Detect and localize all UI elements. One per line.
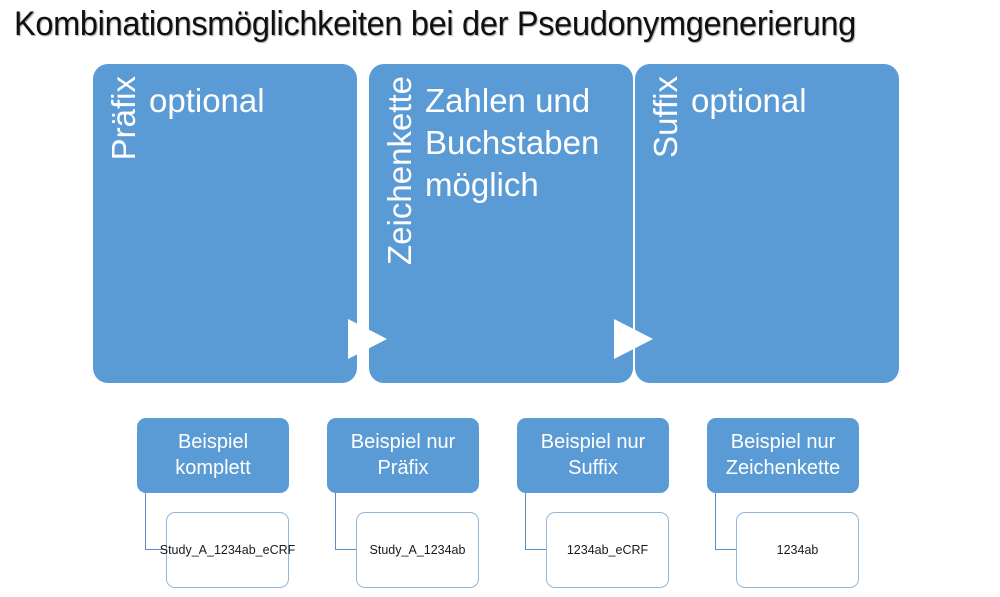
connector-vertical-segment [525, 493, 526, 550]
stage-block-zeichenkette[interactable]: Zeichenkette Zahlen und Buchstaben mögli… [369, 64, 633, 383]
example-value-box-nur-zeichenkette: 1234ab [736, 512, 859, 588]
example-label-text: Beispiel nur Zeichenkette [725, 431, 841, 479]
example-label-text: Beispiel nur Suffix [540, 431, 646, 479]
connector-vertical-segment [335, 493, 336, 550]
example-label-komplett[interactable]: Beispiel komplett [137, 418, 289, 493]
arrow-right-icon [614, 319, 653, 359]
example-value-box-nur-praefix: Study_A_1234ab [356, 512, 479, 588]
connector-horizontal-segment [715, 549, 736, 550]
example-label-nur-suffix[interactable]: Beispiel nur Suffix [517, 418, 669, 493]
connector-horizontal-segment [335, 549, 356, 550]
stage-label-suffix: Suffix [647, 76, 684, 158]
example-value-text: 1234ab_eCRF [566, 543, 649, 557]
example-value-text: 1234ab [776, 543, 819, 557]
example-value-text: Study_A_1234ab [369, 543, 466, 557]
connector-horizontal-segment [525, 549, 546, 550]
stage-label-zeichenkette: Zeichenkette [381, 76, 418, 265]
example-label-text: Beispiel komplett [175, 431, 251, 479]
arrow-right-icon [348, 319, 387, 359]
stage-block-praefix[interactable]: Präfix optional [93, 64, 357, 383]
stage-description-zeichenkette: Zahlen und Buchstaben möglich [425, 82, 600, 204]
example-label-text: Beispiel nur Präfix [350, 431, 456, 479]
stage-description-suffix: optional [691, 82, 807, 119]
example-value-text: Study_A_1234ab_eCRF [159, 543, 296, 557]
connector-vertical-segment [715, 493, 716, 550]
example-label-nur-zeichenkette[interactable]: Beispiel nur Zeichenkette [707, 418, 859, 493]
example-label-nur-praefix[interactable]: Beispiel nur Präfix [327, 418, 479, 493]
stage-block-suffix[interactable]: Suffix optional [635, 64, 899, 383]
stage-description-praefix: optional [149, 82, 265, 119]
example-value-box-komplett: Study_A_1234ab_eCRF [160, 512, 295, 588]
example-value-box-nur-suffix: 1234ab_eCRF [546, 512, 669, 588]
connector-vertical-segment [145, 493, 146, 550]
page-title: Kombinationsmöglichkeiten bei der Pseudo… [14, 5, 856, 43]
stage-label-praefix: Präfix [105, 76, 142, 161]
